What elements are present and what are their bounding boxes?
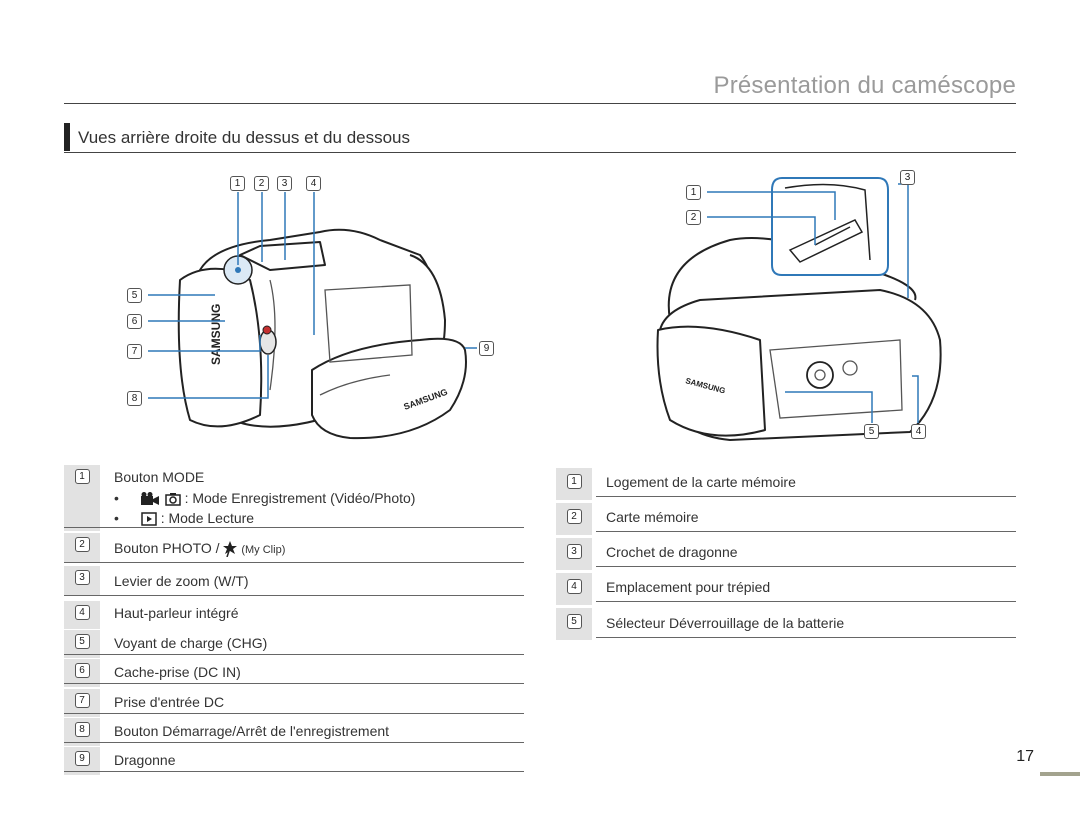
legend-num-cell: 2 bbox=[556, 503, 592, 535]
legend-r-num-2: 2 bbox=[566, 509, 582, 524]
legend-divider bbox=[64, 595, 524, 596]
legend-num-4: 4 bbox=[74, 605, 90, 620]
section-title: Vues arrière droite du dessus et du dess… bbox=[78, 128, 411, 147]
page-tab-marker bbox=[1040, 772, 1080, 776]
legend-r-num-5: 5 bbox=[566, 614, 582, 629]
callout-r1: 1 bbox=[686, 185, 701, 200]
legend-num-cell: 7 bbox=[64, 689, 100, 717]
legend-label-speaker: Haut-parleur intégré bbox=[114, 605, 239, 621]
legend-num-8: 8 bbox=[74, 722, 90, 737]
camcorder-rear-illustration: SAMSUNG SAMSUNG bbox=[148, 192, 477, 440]
legend-num-9: 9 bbox=[74, 751, 90, 766]
legend-bullet-record-mode: • : Mode Enregistrement (Vidéo/Photo) bbox=[114, 490, 416, 507]
legend-label-photo-button: Bouton PHOTO / (My Clip) bbox=[114, 540, 286, 558]
callout-6: 6 bbox=[127, 314, 142, 329]
photo-camera-icon bbox=[164, 493, 181, 507]
camcorder-bottom-illustration: SAMSUNG bbox=[656, 177, 942, 441]
legend-num-cell: 9 bbox=[64, 747, 100, 775]
detail-inset bbox=[771, 177, 889, 276]
legend-num-cell: 4 bbox=[556, 573, 592, 605]
brand-label: SAMSUNG bbox=[209, 304, 223, 365]
page-number: 17 bbox=[1016, 748, 1034, 765]
legend-num-cell: 3 bbox=[64, 566, 100, 596]
hand-strap bbox=[311, 337, 467, 440]
strap-loop bbox=[667, 237, 917, 321]
legend-label-mode-button: Bouton MODE bbox=[114, 469, 205, 485]
legend-divider bbox=[596, 531, 1016, 532]
legend-label-memory-card: Carte mémoire bbox=[606, 509, 699, 525]
legend-divider bbox=[64, 562, 524, 563]
legend-divider bbox=[64, 527, 524, 528]
playback-icon bbox=[141, 512, 157, 527]
legend-divider bbox=[596, 566, 1016, 567]
callout-2: 2 bbox=[254, 176, 269, 191]
legend-num-6: 6 bbox=[74, 663, 90, 678]
photo-button-text: Bouton PHOTO / bbox=[114, 540, 220, 556]
legend-divider bbox=[596, 637, 1016, 638]
legend-label-record-button: Bouton Démarrage/Arrêt de l'enregistreme… bbox=[114, 723, 390, 739]
legend-bullet-playback-mode: • : Mode Lecture bbox=[114, 510, 255, 527]
callout-3: 3 bbox=[277, 176, 292, 191]
legend-num-3: 3 bbox=[74, 570, 90, 585]
tripod-socket bbox=[806, 361, 834, 389]
legend-num-cell: 1 bbox=[64, 465, 100, 531]
legend-label-strap: Dragonne bbox=[114, 752, 176, 768]
legend-divider bbox=[596, 496, 1016, 497]
legend-divider bbox=[64, 683, 524, 684]
legend-label-zoom-lever: Levier de zoom (W/T) bbox=[114, 573, 249, 589]
playback-mode-text: : Mode Lecture bbox=[160, 510, 255, 526]
callout-r4: 4 bbox=[911, 424, 926, 439]
callout-r5: 5 bbox=[864, 424, 879, 439]
legend-label-battery-release: Sélecteur Déverrouillage de la batterie bbox=[606, 615, 845, 631]
video-camera-icon bbox=[140, 492, 159, 506]
legend-num-cell: 5 bbox=[64, 630, 100, 658]
legend-divider bbox=[64, 771, 524, 772]
my-clip-icon bbox=[223, 541, 238, 558]
record-mode-text: : Mode Enregistrement (Vidéo/Photo) bbox=[184, 490, 416, 506]
legend-num-cell: 6 bbox=[64, 659, 100, 687]
legend-label-strap-hook: Crochet de dragonne bbox=[606, 544, 738, 560]
callout-8: 8 bbox=[127, 391, 142, 406]
header-rule bbox=[64, 103, 1016, 104]
legend-label-tripod-mount: Emplacement pour trépied bbox=[606, 579, 771, 595]
legend-num-cell: 4 bbox=[64, 601, 100, 629]
callout-9: 9 bbox=[479, 341, 494, 356]
legend-num-1: 1 bbox=[74, 469, 90, 484]
legend-divider bbox=[596, 601, 1016, 602]
legend-r-num-4: 4 bbox=[566, 579, 582, 594]
callout-4: 4 bbox=[306, 176, 321, 191]
legend-divider bbox=[64, 713, 524, 714]
legend-label-card-slot: Logement de la carte mémoire bbox=[606, 474, 796, 490]
legend-num-cell: 5 bbox=[556, 608, 592, 640]
my-clip-text: (My Clip) bbox=[241, 544, 286, 556]
legend-num-cell: 8 bbox=[64, 718, 100, 746]
legend-r-num-1: 1 bbox=[566, 474, 582, 489]
legend-num-cell: 2 bbox=[64, 533, 100, 563]
legend-label-charge-lamp: Voyant de charge (CHG) bbox=[114, 635, 268, 651]
callout-1: 1 bbox=[230, 176, 245, 191]
section-rule bbox=[64, 152, 1016, 153]
callout-5: 5 bbox=[127, 288, 142, 303]
legend-num-7: 7 bbox=[74, 693, 90, 708]
callout-r3: 3 bbox=[900, 170, 915, 185]
legend-label-dc-cover: Cache-prise (DC IN) bbox=[114, 664, 241, 680]
page-title: Présentation du caméscope bbox=[713, 72, 1016, 99]
legend-num-2: 2 bbox=[74, 537, 90, 552]
legend-num-cell: 3 bbox=[556, 538, 592, 570]
legend-label-dc-jack: Prise d'entrée DC bbox=[114, 694, 225, 710]
legend-num-cell: 1 bbox=[556, 468, 592, 500]
callout-r2: 2 bbox=[686, 210, 701, 225]
lcd-side bbox=[656, 325, 766, 437]
legend-divider bbox=[64, 654, 524, 655]
legend-divider bbox=[64, 742, 524, 743]
callout-7: 7 bbox=[127, 344, 142, 359]
legend-r-num-3: 3 bbox=[566, 544, 582, 559]
legend-num-5: 5 bbox=[74, 634, 90, 649]
section-marker bbox=[64, 123, 70, 151]
